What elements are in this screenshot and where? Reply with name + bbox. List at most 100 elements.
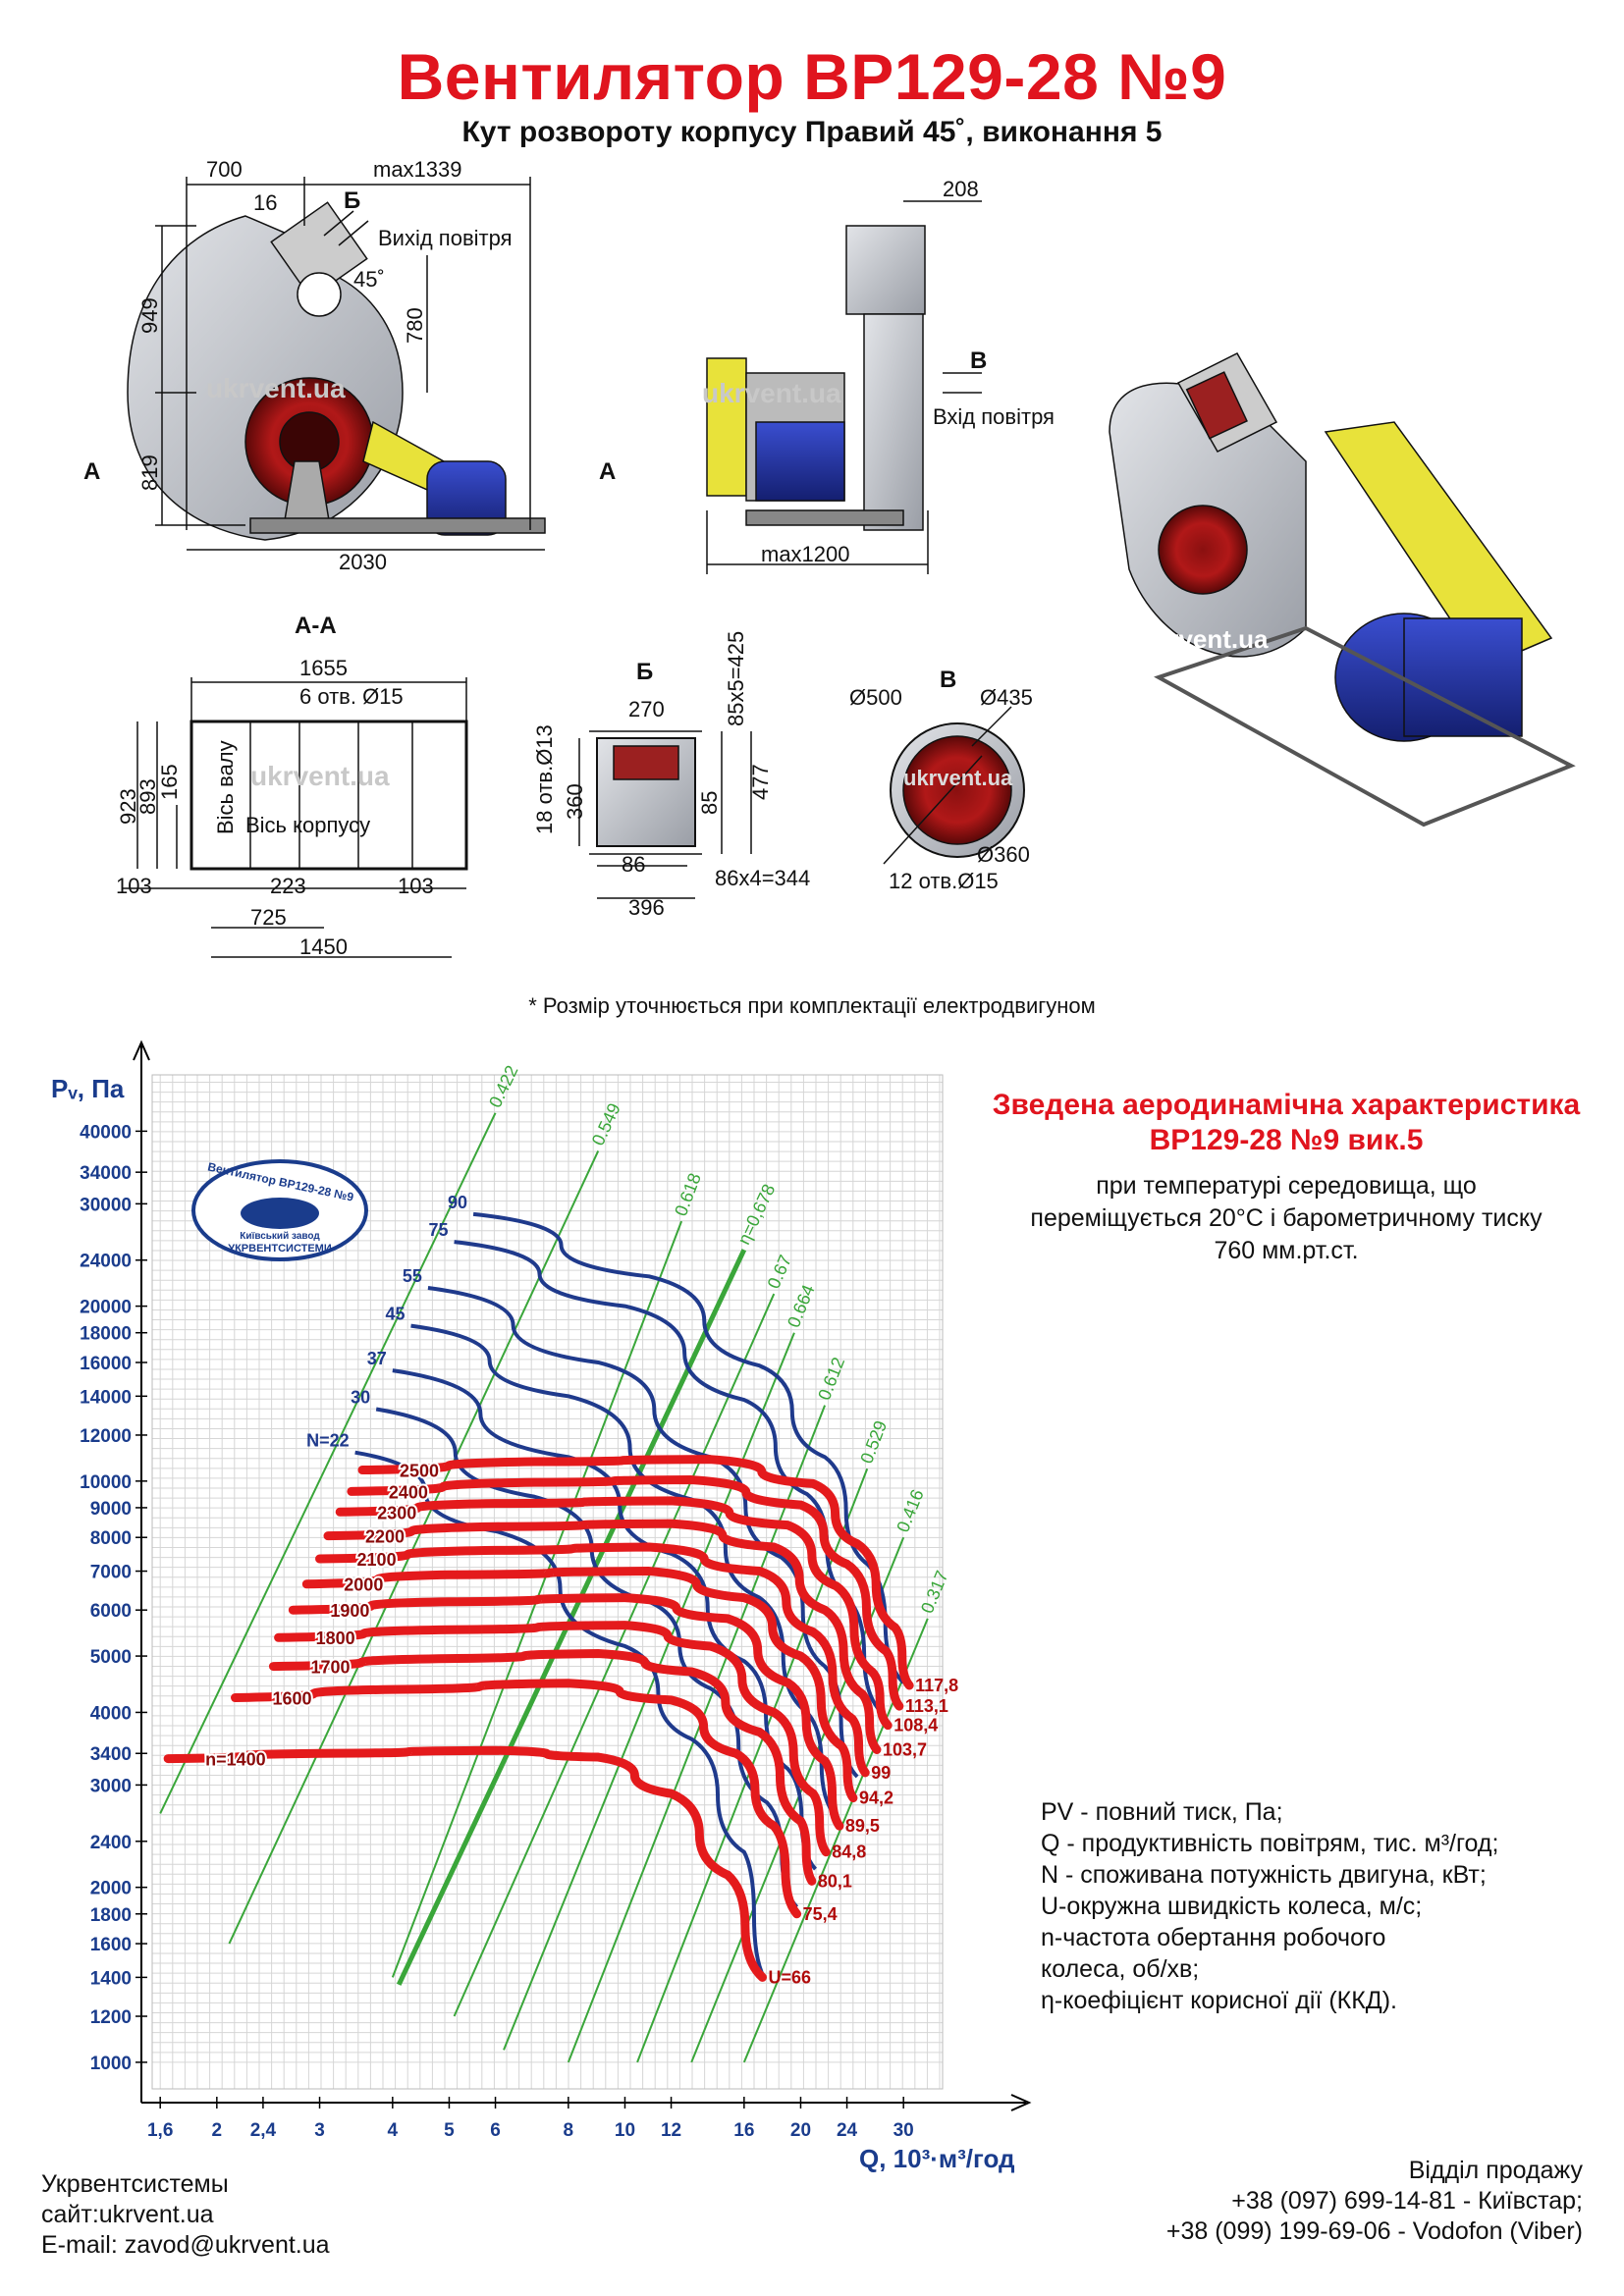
chart-legend: PV - повний тиск, Па; Q - продуктивність…: [1041, 1796, 1498, 2016]
iso-watermark: ukrvent.ua: [1139, 624, 1269, 654]
x-tick-label: 2,4: [250, 2120, 277, 2141]
b-dim-360: 360: [563, 783, 587, 820]
v-holes: 12 отв.Ø15: [889, 869, 999, 893]
footer-company-name: Укрвентсистемы: [41, 2170, 229, 2198]
speed-label: 2200: [365, 1527, 405, 1547]
y-tick-label: 18000: [80, 1324, 132, 1345]
chart-axes: [133, 1040, 1032, 2111]
speed-curve: [347, 1475, 904, 1711]
y-tick-label: 24000: [80, 1252, 132, 1272]
power-label: 90: [448, 1193, 467, 1212]
efficiency-label: 0.664: [784, 1282, 818, 1330]
flange-v: [883, 706, 1025, 865]
x-tick-label: 2: [212, 2120, 223, 2141]
plot-frame: [151, 1074, 944, 2090]
speed-curve: [357, 1455, 914, 1690]
efficiency-label: 0.529: [856, 1418, 891, 1467]
speed-curve: [231, 1679, 802, 1919]
x-tick-label: 12: [661, 2120, 681, 2141]
u-label: 108,4: [893, 1716, 938, 1735]
power-curve: [375, 1407, 799, 1909]
speed-curve: [323, 1519, 882, 1754]
section-aa-label: А-А: [295, 613, 337, 639]
y-tick-label: 1800: [90, 1905, 132, 1926]
y-tick-label: 20000: [80, 1298, 132, 1318]
legend-item-n-speed-unit: колеса, об/хв;: [1041, 1955, 1200, 1983]
power-curve: [392, 1368, 818, 1871]
efficiency-label: 0.422: [485, 1062, 521, 1110]
y-tick-label: 8000: [90, 1528, 132, 1549]
u-label: U=66: [769, 1967, 812, 1987]
speed-label: 2300: [377, 1503, 416, 1522]
power-curve: [354, 1450, 766, 1979]
aa-housing-axis: Вісь корпусу: [245, 813, 370, 837]
speed-curve: [268, 1649, 817, 1886]
b-dim-86: 86: [622, 852, 645, 877]
y-tick-label: 1600: [90, 1935, 132, 1955]
side-angle: 45˚: [353, 267, 385, 292]
speed-label: n=1400: [205, 1750, 266, 1770]
speed-curve: [163, 1745, 768, 1982]
y-tick-label: 16000: [80, 1354, 132, 1374]
y-tick-label: 9000: [90, 1499, 132, 1520]
chart-title-text: Зведена аеродинамічна характеристика ВР1…: [992, 1089, 1581, 1156]
side-dim-2030: 2030: [339, 550, 387, 574]
footer-company: Укрвентсистемы сайт:ukrvent.ua E-mail: z…: [41, 2169, 330, 2261]
front-dim-max1200: max1200: [761, 542, 850, 566]
chart-xlabel: Q, 10³·м³/год: [859, 2144, 1015, 2173]
footer-site[interactable]: сайт:ukrvent.ua: [41, 2201, 214, 2228]
aa-dim-165: 165: [157, 764, 182, 800]
x-tick-label: 20: [790, 2120, 811, 2141]
v-dim-435: Ø435: [980, 685, 1033, 710]
side-dim-max1339: max1339: [373, 157, 462, 182]
u-label: 84,8: [832, 1842, 866, 1862]
footer-phone-2[interactable]: +38 (099) 199-69-06 - Vodofon (Viber): [1165, 2217, 1583, 2245]
efficiency-label: 0.618: [671, 1170, 705, 1218]
y-tick-label: 40000: [80, 1122, 132, 1143]
speed-label: 2400: [389, 1482, 428, 1502]
front-view: [706, 200, 982, 574]
front-label-v: В: [970, 347, 987, 374]
side-watermark: ukrvent.ua: [206, 373, 346, 403]
v-watermark: ukrvent.ua: [903, 766, 1013, 790]
footer-sales-title: Відділ продажу: [1408, 2157, 1583, 2184]
y-tick-label: 14000: [80, 1387, 132, 1408]
footer-sales: Відділ продажу +38 (097) 699-14-81 - Киї…: [1166, 2156, 1583, 2247]
aa-shaft-axis: Вісь валу: [213, 740, 238, 834]
speed-label: 1700: [310, 1658, 350, 1678]
y-tick-label: 34000: [80, 1163, 132, 1184]
y-tick-label: 1000: [90, 2054, 132, 2074]
side-section-a-right: А: [599, 458, 616, 485]
y-tick-label: 5000: [90, 1647, 132, 1668]
footer-email[interactable]: E-mail: zavod@ukrvent.ua: [41, 2231, 330, 2259]
aa-holes: 6 отв. Ø15: [299, 684, 404, 709]
legend-item-u: U-окружна швидкість колеса, м/с;: [1041, 1893, 1423, 1920]
y-tick-label: 7000: [90, 1563, 132, 1583]
efficiency-line: [228, 1150, 600, 1945]
flange-v-label: В: [940, 667, 956, 693]
side-dim-700: 700: [206, 157, 243, 182]
footer-phone-1[interactable]: +38 (097) 699-14-81 - Київстар;: [1231, 2187, 1583, 2215]
u-label: 80,1: [818, 1871, 852, 1891]
side-dim-949: 949: [137, 297, 162, 334]
b-holes: 18 отв.Ø13: [532, 724, 557, 834]
chart-title: Зведена аеродинамічна характеристика ВР1…: [982, 1088, 1591, 1158]
legend-item-n: N - споживана потужність двигуна, кВт;: [1041, 1861, 1487, 1889]
x-tick-label: 6: [490, 2120, 501, 2141]
speed-label: 2500: [400, 1462, 439, 1481]
x-tick-label: 1,6: [147, 2120, 173, 2141]
chart-conditions-line-2: переміщується 20°С і барометричному тиск…: [1030, 1204, 1543, 1232]
front-watermark: ukrvent.ua: [702, 378, 841, 408]
x-tick-label: 4: [388, 2120, 399, 2141]
v-dim-360: Ø360: [977, 842, 1030, 867]
speed-curve: [301, 1567, 858, 1803]
u-label: 75,4: [803, 1904, 838, 1924]
x-tick-label: 30: [893, 2120, 914, 2141]
speed-label: 1600: [273, 1688, 312, 1708]
y-tick-label: 2000: [90, 1879, 132, 1899]
factory-logo: Вентилятор ВР129-28 №9 Київський завод У…: [191, 1159, 368, 1261]
y-tick-label: 1200: [90, 2007, 132, 2028]
chart-conditions: при температурі середовища, що переміщує…: [982, 1170, 1591, 1267]
u-label: 94,2: [859, 1789, 893, 1808]
